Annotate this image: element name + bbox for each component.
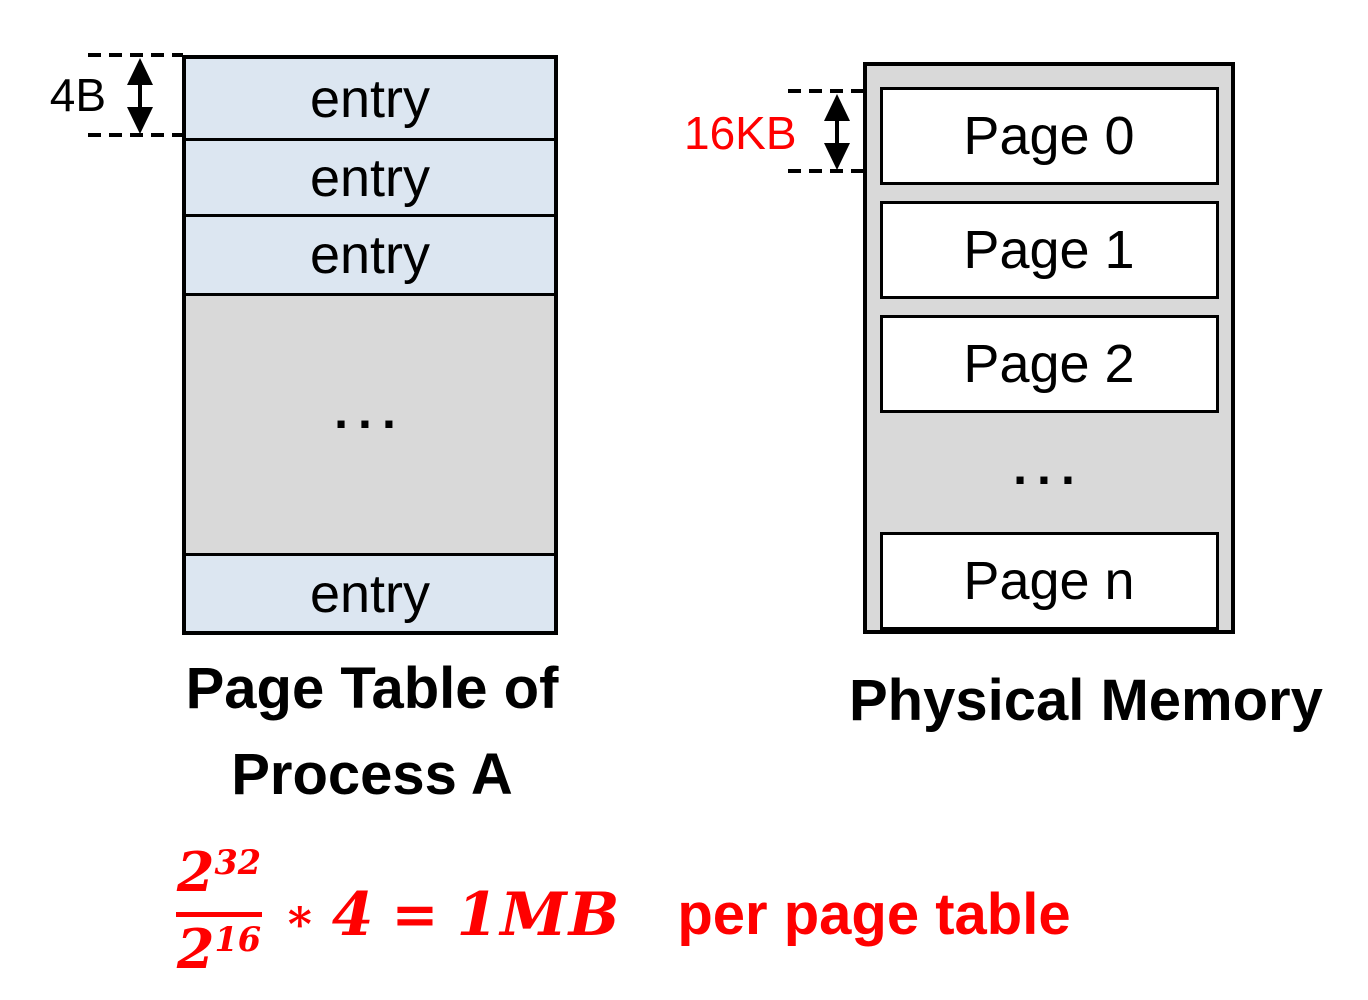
page-table-entry: entry (186, 556, 554, 631)
numerator-exponent: 32 (214, 843, 262, 883)
page-table-title-line2: Process A (231, 742, 513, 807)
dashed-extension-line (88, 53, 183, 57)
fraction-numerator: 232 (176, 840, 262, 904)
page-table: entry entry entry ... entry (182, 55, 558, 635)
page-table-ellipsis-region: ... (186, 296, 554, 556)
ellipsis: ... (1013, 438, 1085, 495)
fraction-bar (176, 912, 262, 917)
fraction: 232 216 (176, 843, 262, 986)
page-size-label: 16KB (684, 107, 797, 159)
memory-ellipsis-region: ... (867, 429, 1231, 532)
equals-sign: = (391, 881, 439, 948)
vertical-double-arrow-icon (127, 58, 153, 134)
page-table-entry: entry (186, 141, 554, 217)
ellipsis: ... (334, 382, 406, 439)
page-table-entry: entry (186, 59, 554, 141)
physical-memory: Page 0 Page 1 Page 2 ... Page n (863, 62, 1235, 634)
formula-suffix: per page table (677, 882, 1071, 947)
denominator-exponent: 16 (214, 920, 262, 960)
dashed-extension-line (788, 89, 882, 93)
memory-page: Page n (879, 532, 1219, 630)
page-table-size-formula: 232 216 ∗ 4 = 1MB per page table (176, 843, 1071, 986)
dashed-extension-line (88, 133, 183, 137)
page-table-entry: entry (186, 217, 554, 296)
memory-page: Page 0 (879, 87, 1219, 185)
vertical-double-arrow-icon (824, 94, 850, 170)
multiplier-value: 4 (331, 879, 374, 950)
multiplication-operator: ∗ (284, 887, 316, 942)
formula-result: 1MB (456, 879, 622, 950)
memory-page: Page 2 (879, 315, 1219, 413)
physical-memory-title: Physical Memory (849, 668, 1323, 733)
entry-size-label: 4B (49, 69, 106, 121)
fraction-denominator: 216 (176, 917, 262, 981)
memory-page: Page 1 (879, 201, 1219, 299)
dashed-extension-line (788, 169, 882, 173)
page-table-title-line1: Page Table of (185, 656, 559, 721)
page-table-title: Page Table of Process A (172, 646, 572, 818)
